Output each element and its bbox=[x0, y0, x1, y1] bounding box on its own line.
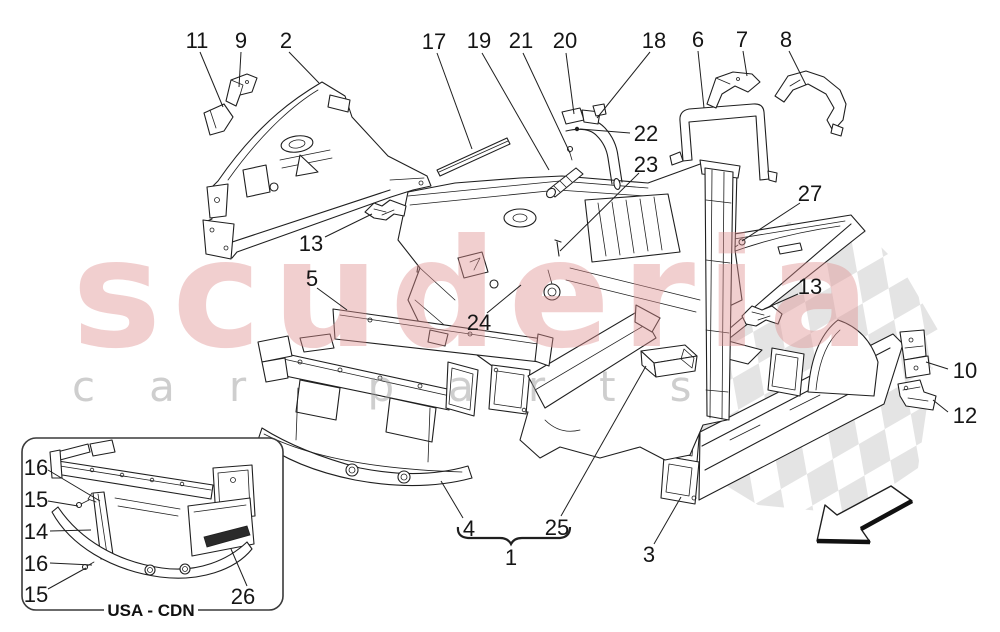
callout-label-25: 25 bbox=[545, 515, 569, 540]
leader-line-12 bbox=[932, 399, 949, 413]
callout-label-2: 2 bbox=[280, 28, 292, 53]
callout-label-14: 14 bbox=[24, 519, 48, 544]
part-26-grille-piece bbox=[203, 525, 251, 548]
callout-label-15: 15 bbox=[24, 487, 48, 512]
part-17-rail bbox=[436, 137, 511, 177]
leader-line-10 bbox=[925, 361, 949, 370]
watermark-title: scuderia bbox=[72, 208, 881, 382]
part-15-screw bbox=[75, 501, 83, 509]
callout-label-13: 13 bbox=[299, 231, 323, 256]
leader-line-8 bbox=[788, 50, 807, 86]
part-8-panel bbox=[774, 70, 847, 137]
callout-label-16: 16 bbox=[24, 551, 48, 576]
part-19-sleeve bbox=[546, 167, 584, 199]
part-10-bracket bbox=[899, 329, 931, 379]
part-13-right-bracket bbox=[741, 305, 783, 327]
leader-line-7 bbox=[742, 50, 748, 77]
leader-line-16 bbox=[49, 562, 93, 566]
part-5-cross-rail bbox=[332, 308, 554, 367]
part-7-panel bbox=[706, 71, 761, 109]
callout-label-17: 17 bbox=[422, 29, 446, 54]
callout-label-9: 9 bbox=[235, 28, 247, 53]
leader-line-6 bbox=[697, 50, 705, 109]
callout-label-18: 18 bbox=[642, 28, 666, 53]
leader-line-22 bbox=[579, 128, 631, 134]
callout-label-20: 20 bbox=[553, 28, 577, 53]
leader-lines bbox=[47, 50, 949, 590]
part-9-bracket bbox=[225, 73, 258, 107]
callout-label-6: 6 bbox=[692, 27, 704, 52]
callout-label-1: 1 bbox=[505, 545, 517, 570]
group-bracket bbox=[456, 526, 572, 547]
leader-line-26 bbox=[230, 548, 248, 587]
leader-line-16 bbox=[47, 469, 101, 502]
leader-line-13 bbox=[763, 293, 799, 310]
inset-label: USA - CDN bbox=[107, 601, 194, 620]
part-2-wheelhouse-panel bbox=[202, 81, 432, 260]
leader-line-14 bbox=[49, 529, 92, 532]
callout-label-26: 26 bbox=[231, 584, 255, 609]
callout-labels: 11 9 2 17 19 21 20 18 6 7 8 22 23 27 13 13 5 24 10 12 4 25 3 1 1… bbox=[24, 27, 977, 609]
callout-label-23: 23 bbox=[634, 152, 658, 177]
callout-label-8: 8 bbox=[780, 27, 792, 52]
tube-loop-18-20-22 bbox=[561, 103, 623, 190]
callout-label-10: 10 bbox=[953, 358, 977, 383]
callout-label-12: 12 bbox=[953, 403, 977, 428]
callout-label-15: 15 bbox=[24, 582, 48, 607]
callout-label-11: 11 bbox=[186, 28, 209, 53]
leader-line-11 bbox=[199, 51, 224, 108]
inset-label-bg bbox=[104, 600, 198, 621]
leader-line-24 bbox=[486, 284, 522, 314]
part-6-u-clamp bbox=[669, 103, 778, 183]
callout-label-24: 24 bbox=[467, 310, 491, 335]
leader-line-15 bbox=[47, 500, 79, 507]
part-4-front-frame bbox=[257, 333, 479, 487]
callout-label-21: 21 bbox=[509, 28, 533, 53]
callout-label-27: 27 bbox=[798, 181, 822, 206]
watermark: scuderia car parts bbox=[72, 208, 881, 411]
leader-line-25 bbox=[560, 365, 647, 517]
leader-line-5 bbox=[316, 287, 348, 311]
leader-line-19 bbox=[481, 52, 550, 171]
callout-label-19: 19 bbox=[467, 28, 491, 53]
part-12-bracket bbox=[897, 379, 937, 411]
callout-label-3: 3 bbox=[643, 542, 655, 567]
leader-line-20 bbox=[565, 52, 575, 115]
part-13-left-bracket bbox=[364, 199, 407, 221]
inset-frame-drawing bbox=[49, 439, 256, 579]
usa-cdn-inset: USA - CDN bbox=[21, 437, 284, 621]
leader-line-21 bbox=[522, 52, 571, 154]
direction-arrow-icon bbox=[816, 485, 914, 545]
callout-label-4: 4 bbox=[463, 516, 475, 541]
leader-line-27 bbox=[741, 202, 801, 242]
callout-label-22: 22 bbox=[634, 121, 658, 146]
leader-line-4 bbox=[440, 480, 464, 519]
leader-line-17 bbox=[436, 52, 473, 150]
leader-line-15 bbox=[47, 567, 87, 590]
callout-label-16: 16 bbox=[24, 455, 48, 480]
callout-label-13: 13 bbox=[798, 274, 822, 299]
leader-line-18 bbox=[596, 51, 651, 119]
callout-label-5: 5 bbox=[306, 266, 318, 291]
leader-line-2 bbox=[288, 51, 320, 84]
leader-line-3 bbox=[653, 496, 682, 545]
leader-line-13 bbox=[324, 213, 373, 238]
part-25-sleeve-box bbox=[640, 344, 698, 378]
callout-label-7: 7 bbox=[736, 27, 748, 52]
main-front-frame-assembly bbox=[397, 159, 743, 461]
part-11-bracket bbox=[203, 103, 234, 136]
watermark-subtitle: car parts bbox=[72, 362, 745, 411]
leader-line-9 bbox=[238, 51, 242, 88]
technical-drawing bbox=[202, 70, 937, 505]
leader-line-23 bbox=[559, 172, 640, 252]
